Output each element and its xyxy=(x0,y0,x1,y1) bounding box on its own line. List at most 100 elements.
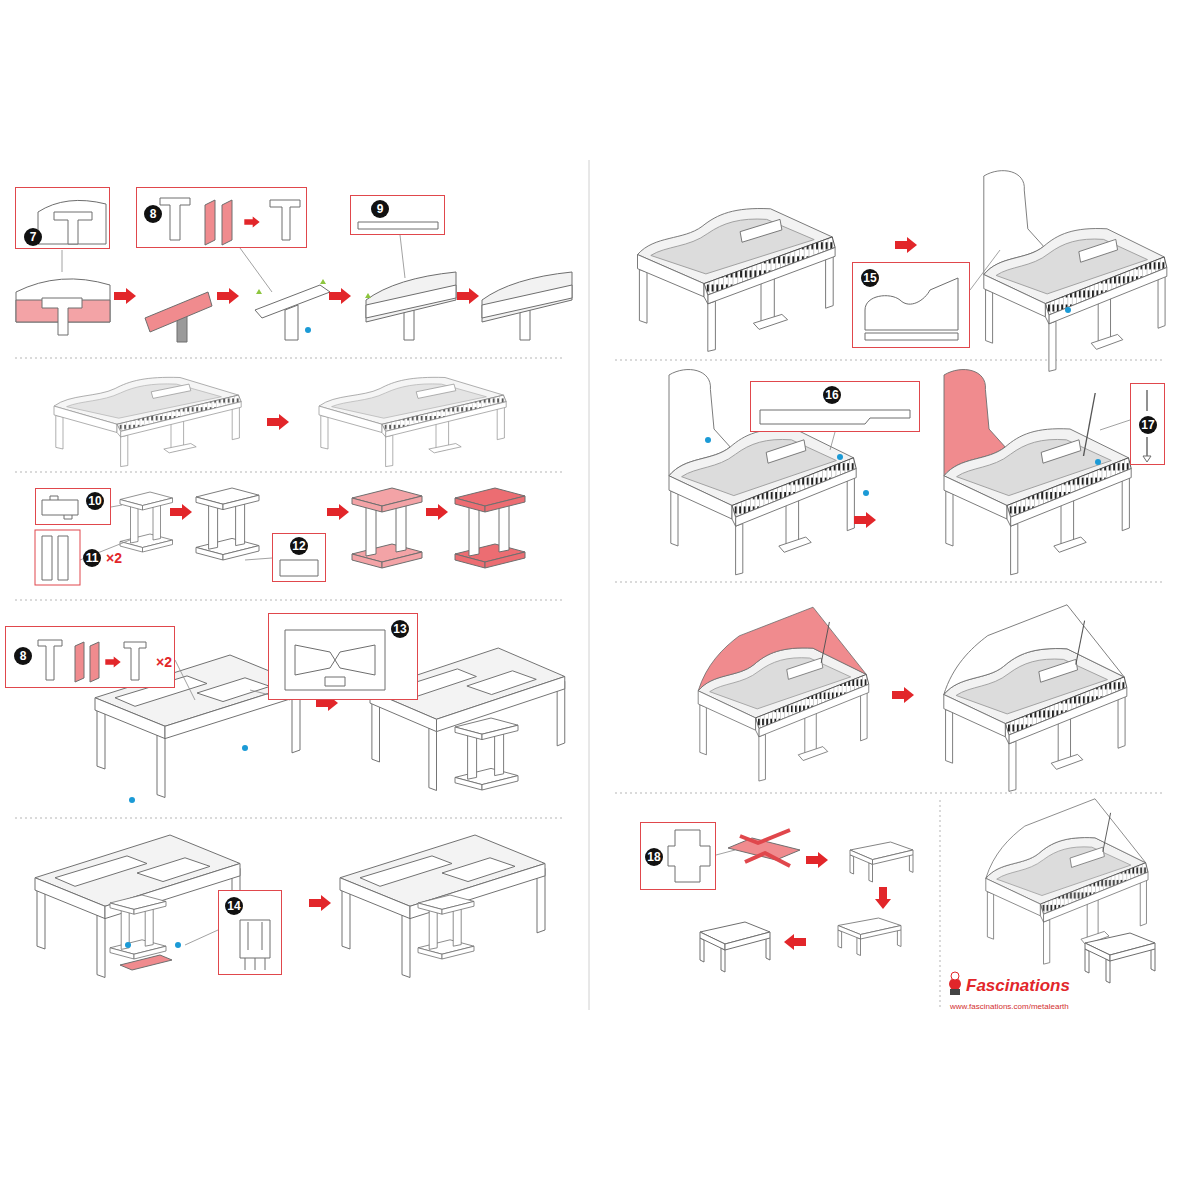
step-arrows xyxy=(327,504,349,520)
model-drawings xyxy=(821,622,829,663)
separators xyxy=(15,600,565,601)
leader-lines xyxy=(240,248,272,292)
part-box: 7 xyxy=(15,187,110,249)
leader-lines xyxy=(970,250,1000,290)
quantity-mark: ×2 xyxy=(106,549,122,567)
model-drawings xyxy=(145,292,212,332)
separators xyxy=(940,800,941,1010)
markers xyxy=(125,279,1101,948)
part-boxes xyxy=(35,488,111,525)
part-drawings xyxy=(325,677,345,686)
callout-number: 14 xyxy=(225,897,243,915)
part-drawings xyxy=(160,198,190,240)
separators xyxy=(15,818,565,819)
model-drawings xyxy=(1084,393,1096,456)
part-box: 9 xyxy=(350,195,445,235)
part-boxes xyxy=(136,187,307,248)
callout-number: 17 xyxy=(1139,416,1157,434)
step-arrows xyxy=(217,288,239,304)
leader-lines xyxy=(62,250,63,272)
step-arrows xyxy=(170,504,192,520)
step-arrows xyxy=(875,887,891,909)
model-drawings xyxy=(700,922,770,972)
step-arrows xyxy=(457,288,479,304)
markers xyxy=(242,745,248,751)
markers xyxy=(837,454,843,460)
part-boxes xyxy=(5,626,175,688)
part-drawings xyxy=(244,216,259,227)
markers xyxy=(365,293,371,298)
callout-number: 13 xyxy=(391,620,409,638)
part-boxes xyxy=(750,381,920,432)
model-drawings xyxy=(110,895,166,959)
model-drawings xyxy=(340,835,545,978)
callout-number: 9 xyxy=(371,200,389,218)
part-box: 10 xyxy=(35,488,111,525)
part-drawings xyxy=(668,830,710,882)
part-boxes xyxy=(1130,383,1165,465)
part-drawings xyxy=(1143,456,1151,462)
leader-lines xyxy=(175,660,195,700)
step-arrows xyxy=(114,237,917,950)
leader-lines xyxy=(1100,420,1130,430)
markers xyxy=(1065,307,1071,313)
separators xyxy=(615,793,1162,794)
part-box: 16 xyxy=(750,381,920,432)
markers xyxy=(125,942,131,948)
model-drawings xyxy=(418,895,474,959)
markers xyxy=(175,942,181,948)
separators xyxy=(589,160,590,1010)
model-drawings xyxy=(54,377,241,466)
model-drawings xyxy=(638,209,836,352)
model-drawings xyxy=(455,488,525,568)
part-box: 8×2 xyxy=(5,626,175,688)
callout-number: 7 xyxy=(24,228,42,246)
web-address: www.fascinations.com/metalearth xyxy=(950,1002,1069,1012)
callout-number: 16 xyxy=(823,386,841,404)
part-drawings xyxy=(358,222,438,229)
part-drawings xyxy=(865,333,958,340)
model-drawings xyxy=(285,305,298,340)
step-arrows xyxy=(329,288,351,304)
model-drawings xyxy=(1085,933,1155,983)
part-boxes xyxy=(272,533,326,582)
part-drawings xyxy=(285,630,385,690)
part-drawings xyxy=(105,656,120,667)
leader-lines xyxy=(400,235,405,278)
part-drawings xyxy=(90,642,99,682)
logo-mascot xyxy=(950,989,960,995)
model-drawings xyxy=(986,799,1146,879)
separators xyxy=(615,360,1162,361)
callout-number: 11 xyxy=(83,549,101,567)
markers xyxy=(129,797,135,803)
separators xyxy=(15,472,565,473)
model-drawings xyxy=(482,272,572,340)
model-drawings xyxy=(255,285,330,318)
model-drawings xyxy=(1076,621,1085,665)
part-box: 14 xyxy=(218,890,282,975)
part-drawings xyxy=(865,278,958,330)
model-drawings xyxy=(944,605,1127,792)
model-drawings xyxy=(1103,813,1111,852)
model-drawings xyxy=(984,229,1167,372)
model-drawings xyxy=(698,607,869,781)
part-drawings xyxy=(760,410,910,424)
step-arrows xyxy=(114,288,136,304)
callout-number: 15 xyxy=(861,269,879,287)
model-drawings xyxy=(944,605,1124,695)
separators xyxy=(15,358,565,359)
part-drawings xyxy=(335,645,375,675)
markers xyxy=(863,490,869,496)
callout-number: 8 xyxy=(14,647,32,665)
markers xyxy=(256,289,262,294)
model-drawings xyxy=(42,298,82,335)
leader-lines xyxy=(62,235,1130,945)
model-drawings xyxy=(944,370,1131,575)
part-boxes xyxy=(35,530,80,585)
leader-lines xyxy=(830,432,835,450)
part-box: 8 xyxy=(136,187,307,248)
model-drawings xyxy=(698,607,866,691)
step-arrows xyxy=(892,687,914,703)
part-drawings xyxy=(50,496,72,519)
